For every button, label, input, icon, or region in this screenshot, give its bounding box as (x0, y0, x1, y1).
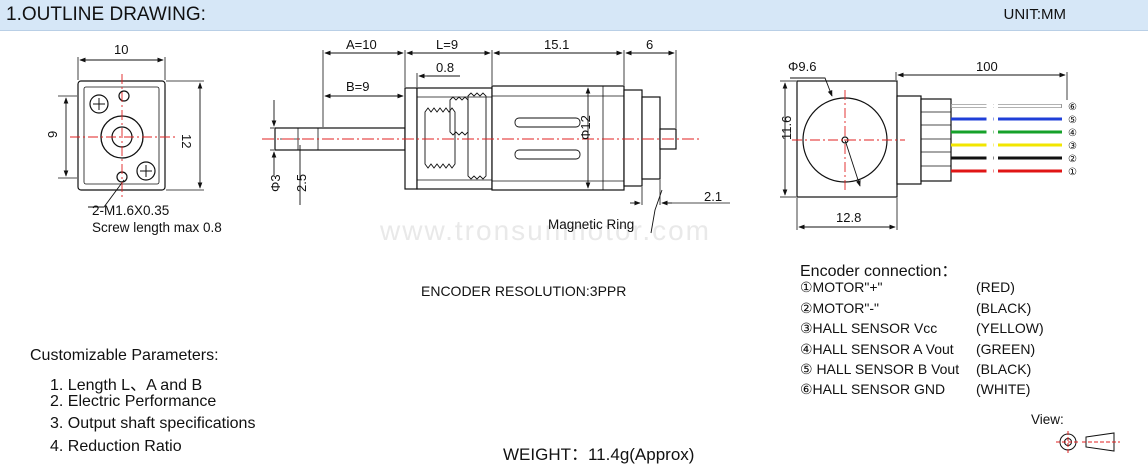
side-dim-b: B=9 (346, 79, 370, 94)
side-dim-phi12: Φ12 (578, 115, 593, 140)
front-view-center-lines (70, 74, 175, 198)
front-dim-width: 10 (114, 42, 128, 57)
encoder-color-2: (BLACK) (976, 300, 1032, 316)
wire-number-6: ⑥ (1068, 102, 1077, 113)
unit-label: UNIT:MM (1003, 6, 1067, 23)
front-dim-height-left: 9 (45, 131, 60, 138)
wire-number-2: ② (1068, 154, 1077, 165)
customizable-item: 4. Reduction Ratio (50, 438, 182, 455)
side-dim-08: 0.8 (436, 60, 454, 75)
encoder-resolution: ENCODER RESOLUTION:3PPR (421, 283, 627, 299)
encoder-color-3: (YELLOW) (976, 320, 1044, 336)
encoder-color-1: (RED) (976, 279, 1015, 295)
encoder-color-6: (WHITE) (976, 381, 1031, 397)
end-dim-116: 11.6 (779, 116, 794, 140)
encoder-pin-1: ①MOTOR"+" (800, 279, 883, 295)
view-label: View: (1031, 412, 1064, 427)
side-view (270, 50, 730, 234)
encoder-color-4: (GREEN) (976, 341, 1036, 357)
side-dim-body: 15.1 (544, 37, 569, 52)
side-dim-a: A=10 (346, 37, 377, 52)
end-dim-100: 100 (976, 59, 998, 74)
wire-number-5: ⑤ (1068, 115, 1077, 126)
magnetic-ring-label: Magnetic Ring (548, 217, 635, 232)
side-dim-tail: 6 (646, 37, 653, 52)
customizable-item: 1. Length L、A and B (50, 377, 203, 394)
watermark: www.tronsunmotor.com (380, 215, 711, 246)
end-view-center-lines (792, 90, 905, 192)
projection-symbol-icon (1056, 431, 1120, 453)
encoder-pin-2: ②MOTOR"-" (800, 300, 880, 316)
header-bar: 1.OUTLINE DRAWING: UNIT:MM (0, 0, 1148, 31)
side-dim-21: 2.1 (704, 189, 722, 204)
encoder-pin-3: ③HALL SENSOR Vcc (800, 320, 938, 336)
weight-label: WEIGHT：11.4g(Approx) (503, 445, 695, 464)
customizable-item: 2. Electric Performance (50, 393, 217, 410)
side-dim-l: L=9 (436, 37, 458, 52)
end-dim-phi96: Φ9.6 (788, 59, 816, 74)
wire-number-4: ④ (1068, 128, 1077, 139)
side-dim-25: 2.5 (294, 174, 309, 192)
lead-wires (951, 100, 1062, 178)
encoder-connection-title: Encoder connection： (800, 263, 958, 280)
page-title: 1.OUTLINE DRAWING: (6, 4, 206, 25)
front-view (58, 57, 204, 208)
customizable-item: 3. Output shaft specifications (50, 415, 256, 432)
screw-note: Screw length max 0.8 (92, 220, 222, 235)
side-dim-phi3: Φ3 (268, 174, 283, 192)
end-view (780, 72, 1068, 230)
encoder-pin-6: ⑥HALL SENSOR GND (800, 381, 946, 397)
front-dim-height-right: 12 (179, 134, 194, 148)
encoder-color-5: (BLACK) (976, 361, 1032, 377)
encoder-pin-4: ④HALL SENSOR A Vout (800, 341, 954, 357)
screw-label: 2-M1.6X0.35 (92, 203, 170, 218)
customizable-title: Customizable Parameters: (30, 347, 219, 364)
end-dim-128: 12.8 (836, 210, 861, 225)
encoder-pin-5: ⑤ HALL SENSOR B Vout (800, 361, 960, 377)
wire-number-1: ① (1068, 167, 1077, 178)
wire-number-3: ③ (1068, 141, 1077, 152)
